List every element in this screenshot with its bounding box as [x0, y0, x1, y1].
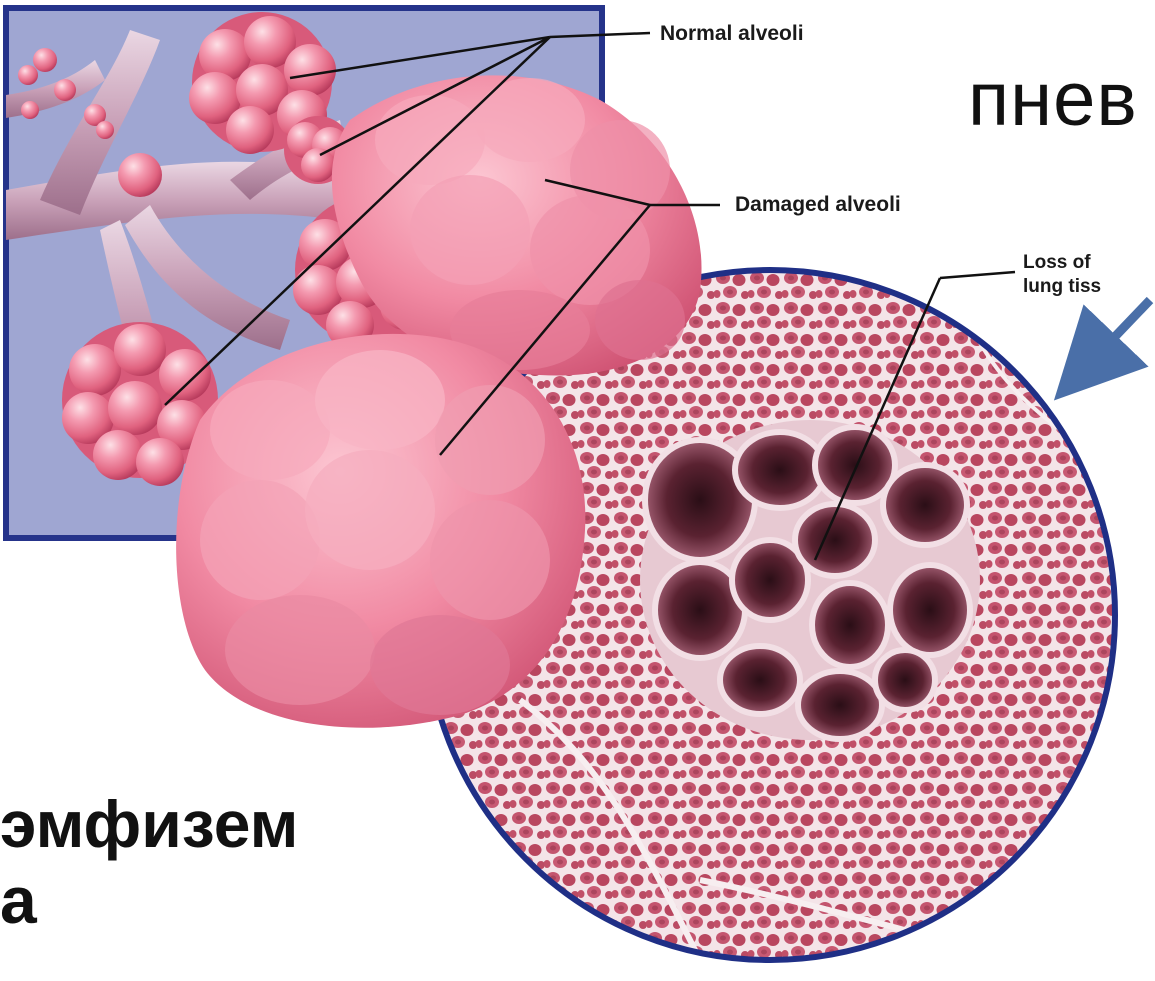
caption-line-2: а — [0, 862, 37, 938]
pointer-arrow — [1085, 300, 1150, 368]
label-loss-of-lung-tissue-line2: lung tiss — [1023, 276, 1101, 298]
label-normal-alveoli: Normal alveoli — [660, 22, 804, 46]
damaged-alveoli-lower — [176, 334, 585, 728]
label-loss-of-lung-tissue-line1: Loss of — [1023, 252, 1091, 274]
caption-line-1: эмфизем — [0, 786, 298, 862]
slide-title-fragment: пнев — [968, 56, 1138, 143]
label-damaged-alveoli: Damaged alveoli — [735, 193, 901, 217]
